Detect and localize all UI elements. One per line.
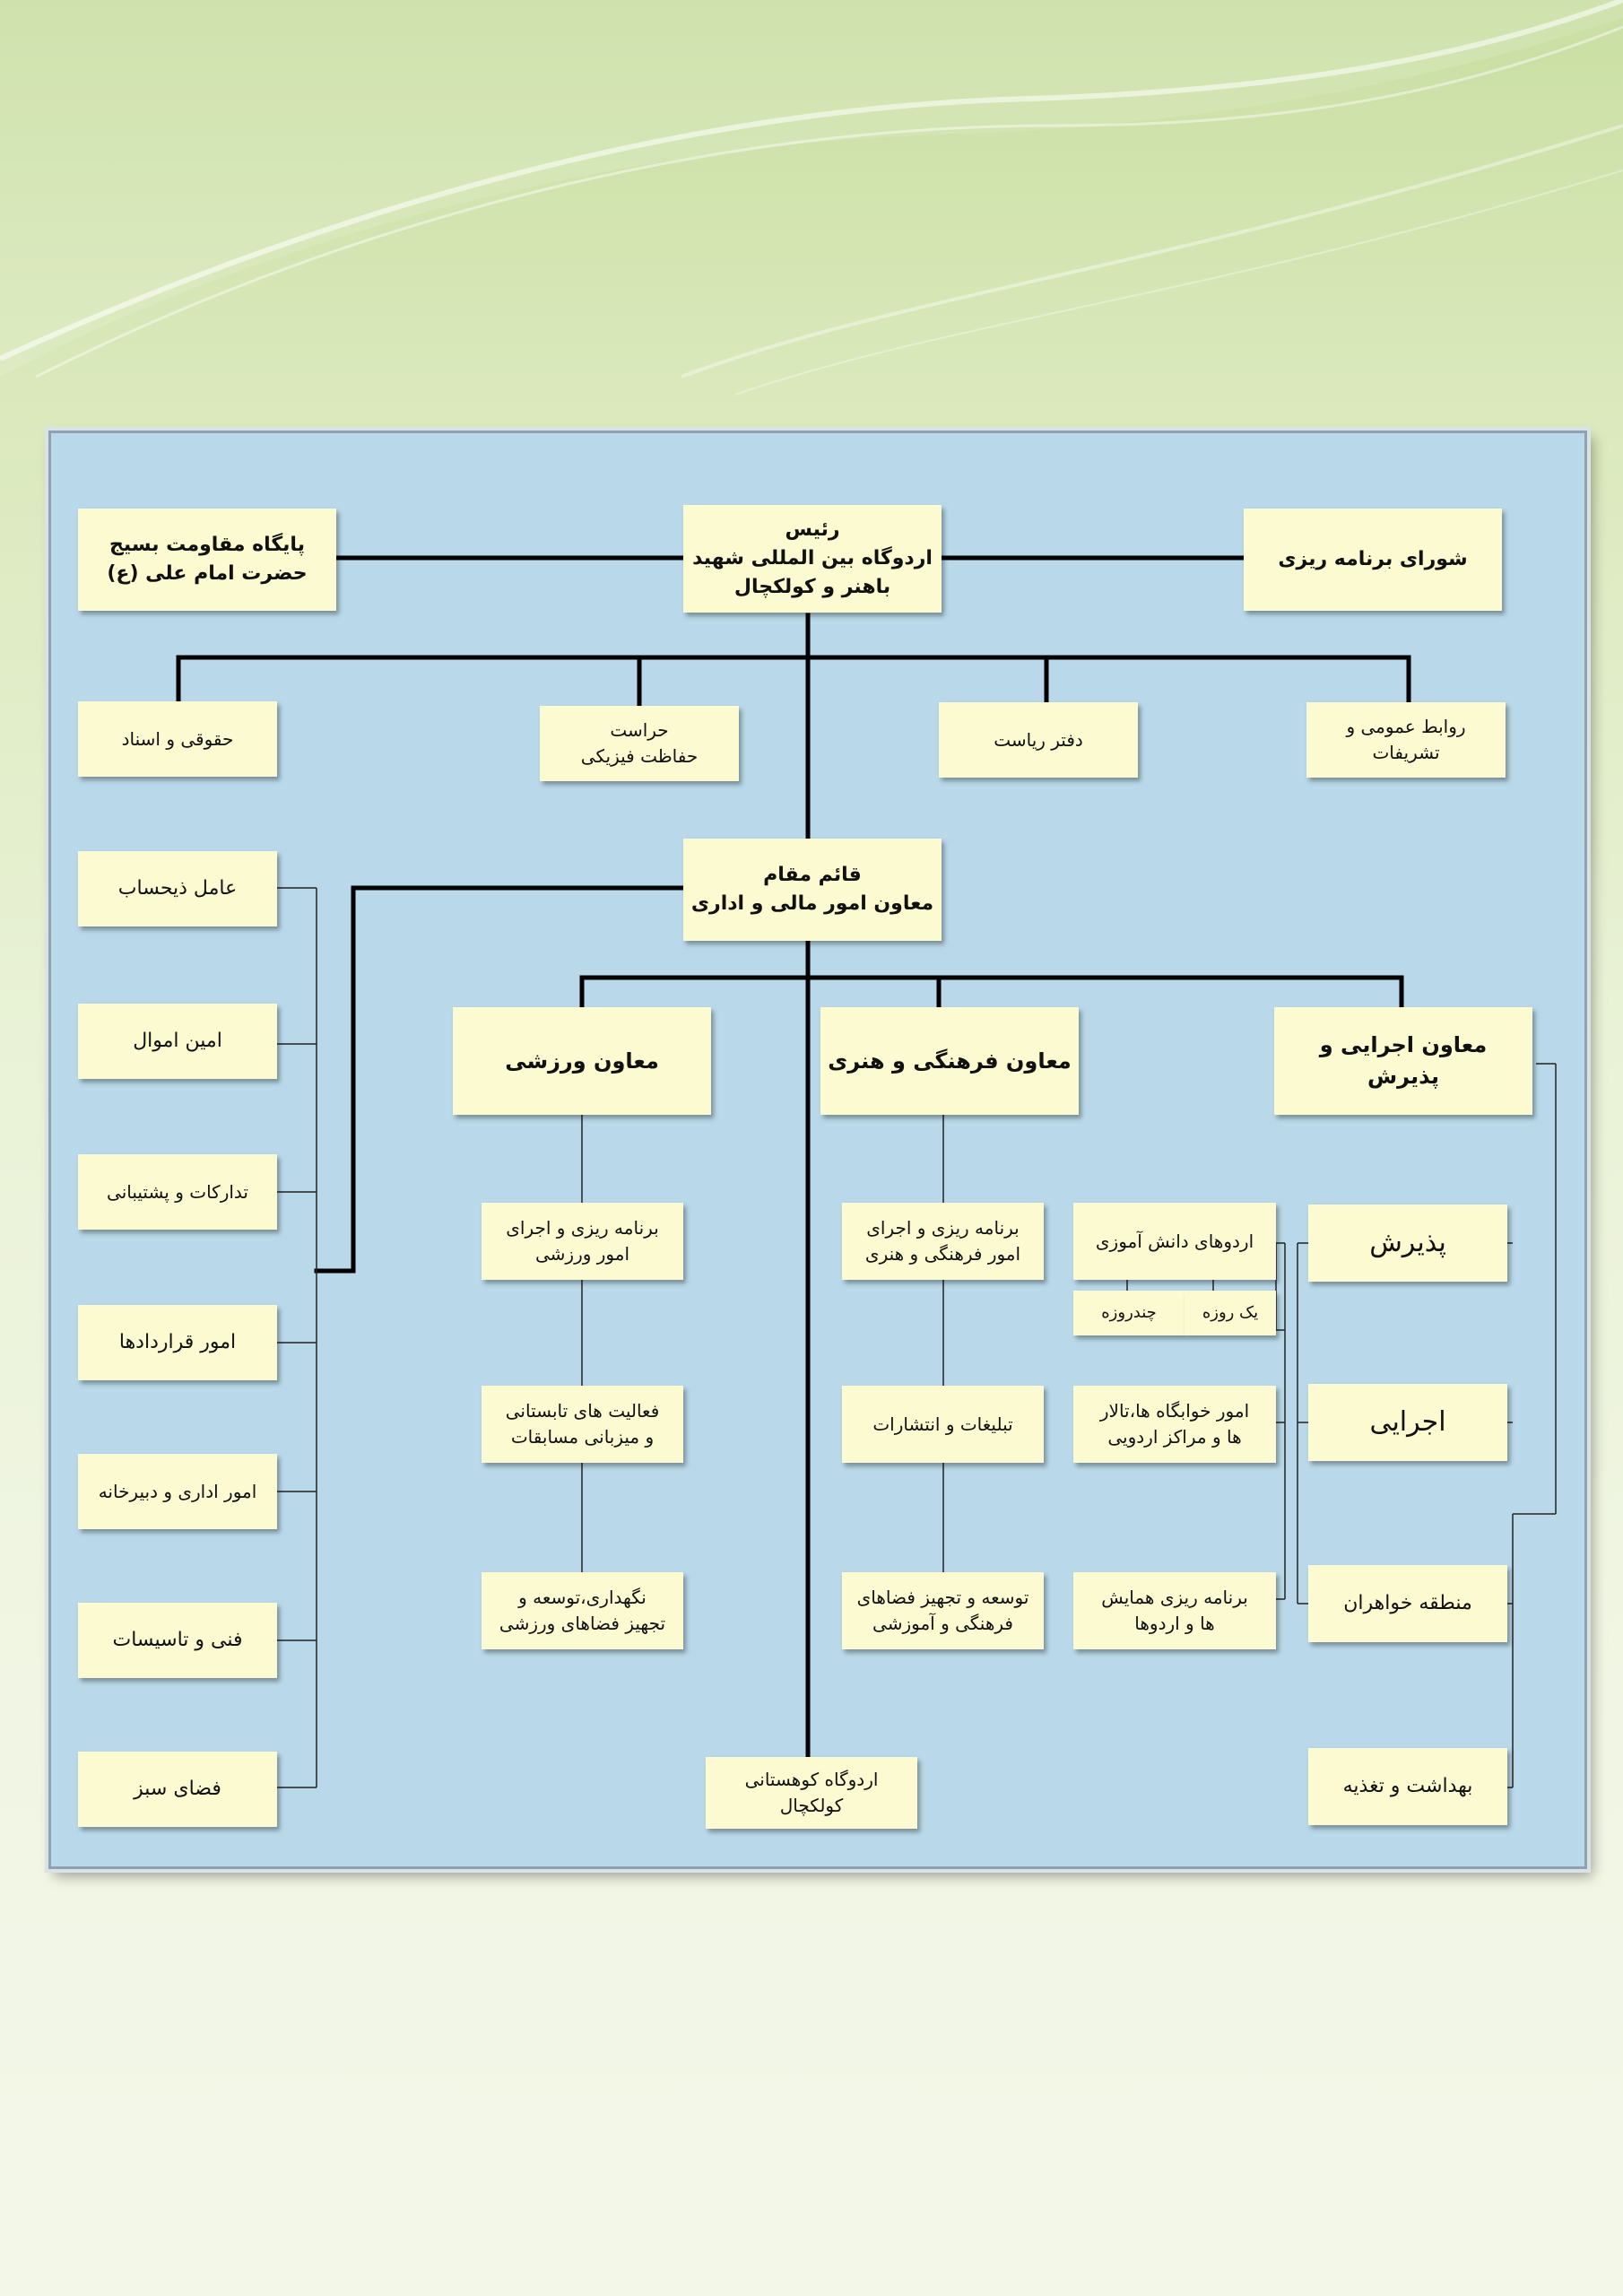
health-box: بهداشت و تغذیه: [1308, 1748, 1507, 1825]
planning-council-box: شورای برنامه ریزی: [1244, 509, 1502, 611]
left-item-6: فنی و تاسیسات: [78, 1603, 277, 1678]
left-item-7: فضای سبز: [78, 1752, 277, 1827]
mountain-camp-line-1: اردوگاه کوهستانی: [744, 1769, 879, 1790]
dorms-line-1: امور خوابگاه ها،تالار: [1099, 1400, 1250, 1422]
sports-item-2-line-2: و میزبانی مسابقات: [510, 1426, 655, 1448]
dorms-line-2: ها و مراکز اردویی: [1107, 1426, 1242, 1448]
planning-council-label: شورای برنامه ریزی: [1278, 548, 1468, 571]
executive-vp-box: معاون اجرایی و پذیرش: [1274, 1007, 1532, 1115]
cultural-item-3-line-1: توسعه و تجهیز فضاهای: [856, 1587, 1029, 1608]
execution-label: اجرایی: [1369, 1406, 1446, 1439]
admission-box: پذیرش: [1308, 1205, 1507, 1282]
background-waves: [0, 0, 1623, 396]
cultural-item-3: توسعه و تجهیز فضاهای فرهنگی و آموزشی: [842, 1572, 1044, 1649]
president-line-3: باهنر و کولکچال: [733, 575, 891, 598]
basij-line-1: پایگاه مقاومت بسیج: [109, 534, 305, 557]
left-item-1: عامل ذیحساب: [78, 851, 277, 926]
left-item-4: امور قراردادها: [78, 1305, 277, 1380]
conferences-line-1: برنامه ریزی همایش: [1101, 1587, 1248, 1608]
deputy-box: قائم مقام معاون امور مالی و اداری: [683, 839, 942, 941]
cultural-vp-label: معاون فرهنگی و هنری: [828, 1048, 1072, 1074]
mountain-camp-box: اردوگاه کوهستانی کولکچال: [706, 1757, 917, 1829]
conferences-box: برنامه ریزی همایش ها و اردوها: [1073, 1572, 1276, 1649]
sports-item-1-line-2: امور ورزشی: [534, 1243, 630, 1265]
mountain-camp-line-2: کولکچال: [779, 1795, 844, 1816]
conferences-line-2: ها و اردوها: [1134, 1613, 1215, 1634]
security-line-2: حفاظت فیزیکی: [580, 745, 699, 767]
executive-vp-label: معاون اجرایی و پذیرش: [1319, 1032, 1488, 1089]
one-day-label: یک روزه: [1202, 1302, 1259, 1322]
security-line-1: حراست: [610, 719, 669, 741]
multi-day-label: چندروزه: [1101, 1302, 1157, 1322]
sports-item-3: نگهداری،توسعه و تجهیز فضاهای ورزشی: [482, 1572, 683, 1649]
sports-vp-label: معاون ورزشی: [505, 1048, 659, 1074]
cultural-item-2: تبلیغات و انتشارات: [842, 1386, 1044, 1463]
security-box: حراست حفاظت فیزیکی: [540, 706, 739, 781]
left-item-2: امین اموال: [78, 1004, 277, 1079]
presidential-office-label: دفتر ریاست: [994, 728, 1083, 751]
legal-label: حقوقی و اسناد: [121, 727, 234, 750]
left-item-3: تدارکات و پشتیبانی: [78, 1154, 277, 1230]
left-item-6-label: فنی و تاسیسات: [112, 1629, 243, 1652]
deputy-line-1: قائم مقام: [763, 864, 862, 887]
president-line-2: اردوگاه بین المللی شهید: [692, 547, 933, 570]
dorms-box: امور خوابگاه ها،تالار ها و مراکز اردویی: [1073, 1386, 1276, 1463]
health-label: بهداشت و تغذیه: [1342, 1775, 1473, 1798]
execution-box: اجرایی: [1308, 1384, 1507, 1461]
one-day-box: یک روزه: [1185, 1291, 1276, 1335]
left-item-4-label: امور قراردادها: [118, 1331, 237, 1354]
org-chart-panel: پایگاه مقاومت بسیج حضرت امام علی (ع) رئیس…: [48, 430, 1587, 1869]
legal-box: حقوقی و اسناد: [78, 701, 277, 777]
left-item-5-label: امور اداری و دبیرخانه: [98, 1480, 257, 1502]
deputy-line-2: معاون امور مالی و اداری: [690, 892, 934, 915]
basij-line-2: حضرت امام علی (ع): [107, 562, 308, 585]
admission-label: پذیرش: [1369, 1227, 1446, 1259]
sports-item-2-line-1: فعالیت های تابستانی: [505, 1400, 660, 1422]
left-item-5: امور اداری و دبیرخانه: [78, 1454, 277, 1529]
basij-base-box: پایگاه مقاومت بسیج حضرت امام علی (ع): [78, 509, 336, 611]
left-item-3-label: تدارکات و پشتیبانی: [107, 1180, 248, 1203]
cultural-item-1: برنامه ریزی و اجرای امور فرهنگی و هنری: [842, 1203, 1044, 1280]
sports-item-1: برنامه ریزی و اجرای امور ورزشی: [482, 1203, 683, 1280]
student-camps-label: اردوهای دانش آموزی: [1095, 1230, 1254, 1252]
student-camps-box: اردوهای دانش آموزی: [1073, 1203, 1276, 1280]
public-relations-box: روابط عمومی و تشریفات: [1306, 702, 1506, 778]
left-item-2-label: امین اموال: [133, 1030, 222, 1053]
sisters-zone-box: منطقه خواهران: [1308, 1565, 1507, 1642]
sports-item-3-line-1: نگهداری،توسعه و: [518, 1587, 647, 1608]
sisters-zone-label: منطقه خواهران: [1343, 1592, 1472, 1615]
cultural-item-2-label: تبلیغات و انتشارات: [872, 1413, 1013, 1435]
cultural-item-1-line-1: برنامه ریزی و اجرای: [866, 1217, 1020, 1239]
president-title: رئیس: [785, 518, 840, 542]
sports-item-1-line-1: برنامه ریزی و اجرای: [506, 1217, 659, 1239]
sports-item-2: فعالیت های تابستانی و میزبانی مسابقات: [482, 1386, 683, 1463]
connector-lines: [176, 555, 1557, 1788]
multi-day-box: چندروزه: [1073, 1291, 1185, 1335]
cultural-item-1-line-2: امور فرهنگی و هنری: [864, 1243, 1021, 1265]
left-item-7-label: فضای سبز: [134, 1778, 221, 1801]
sports-item-3-line-2: تجهیز فضاهای ورزشی: [499, 1613, 666, 1634]
presidential-office-box: دفتر ریاست: [939, 702, 1138, 778]
left-item-1-label: عامل ذیحساب: [117, 877, 238, 900]
cultural-item-3-line-2: فرهنگی و آموزشی: [872, 1613, 1013, 1634]
sports-vp-box: معاون ورزشی: [453, 1007, 711, 1115]
president-box: رئیس اردوگاه بین المللی شهید باهنر و کولکچ…: [683, 505, 942, 613]
cultural-vp-box: معاون فرهنگی و هنری: [820, 1007, 1079, 1115]
public-relations-line-1: روابط عمومی و: [1346, 716, 1466, 737]
public-relations-line-2: تشریفات: [1372, 742, 1440, 763]
